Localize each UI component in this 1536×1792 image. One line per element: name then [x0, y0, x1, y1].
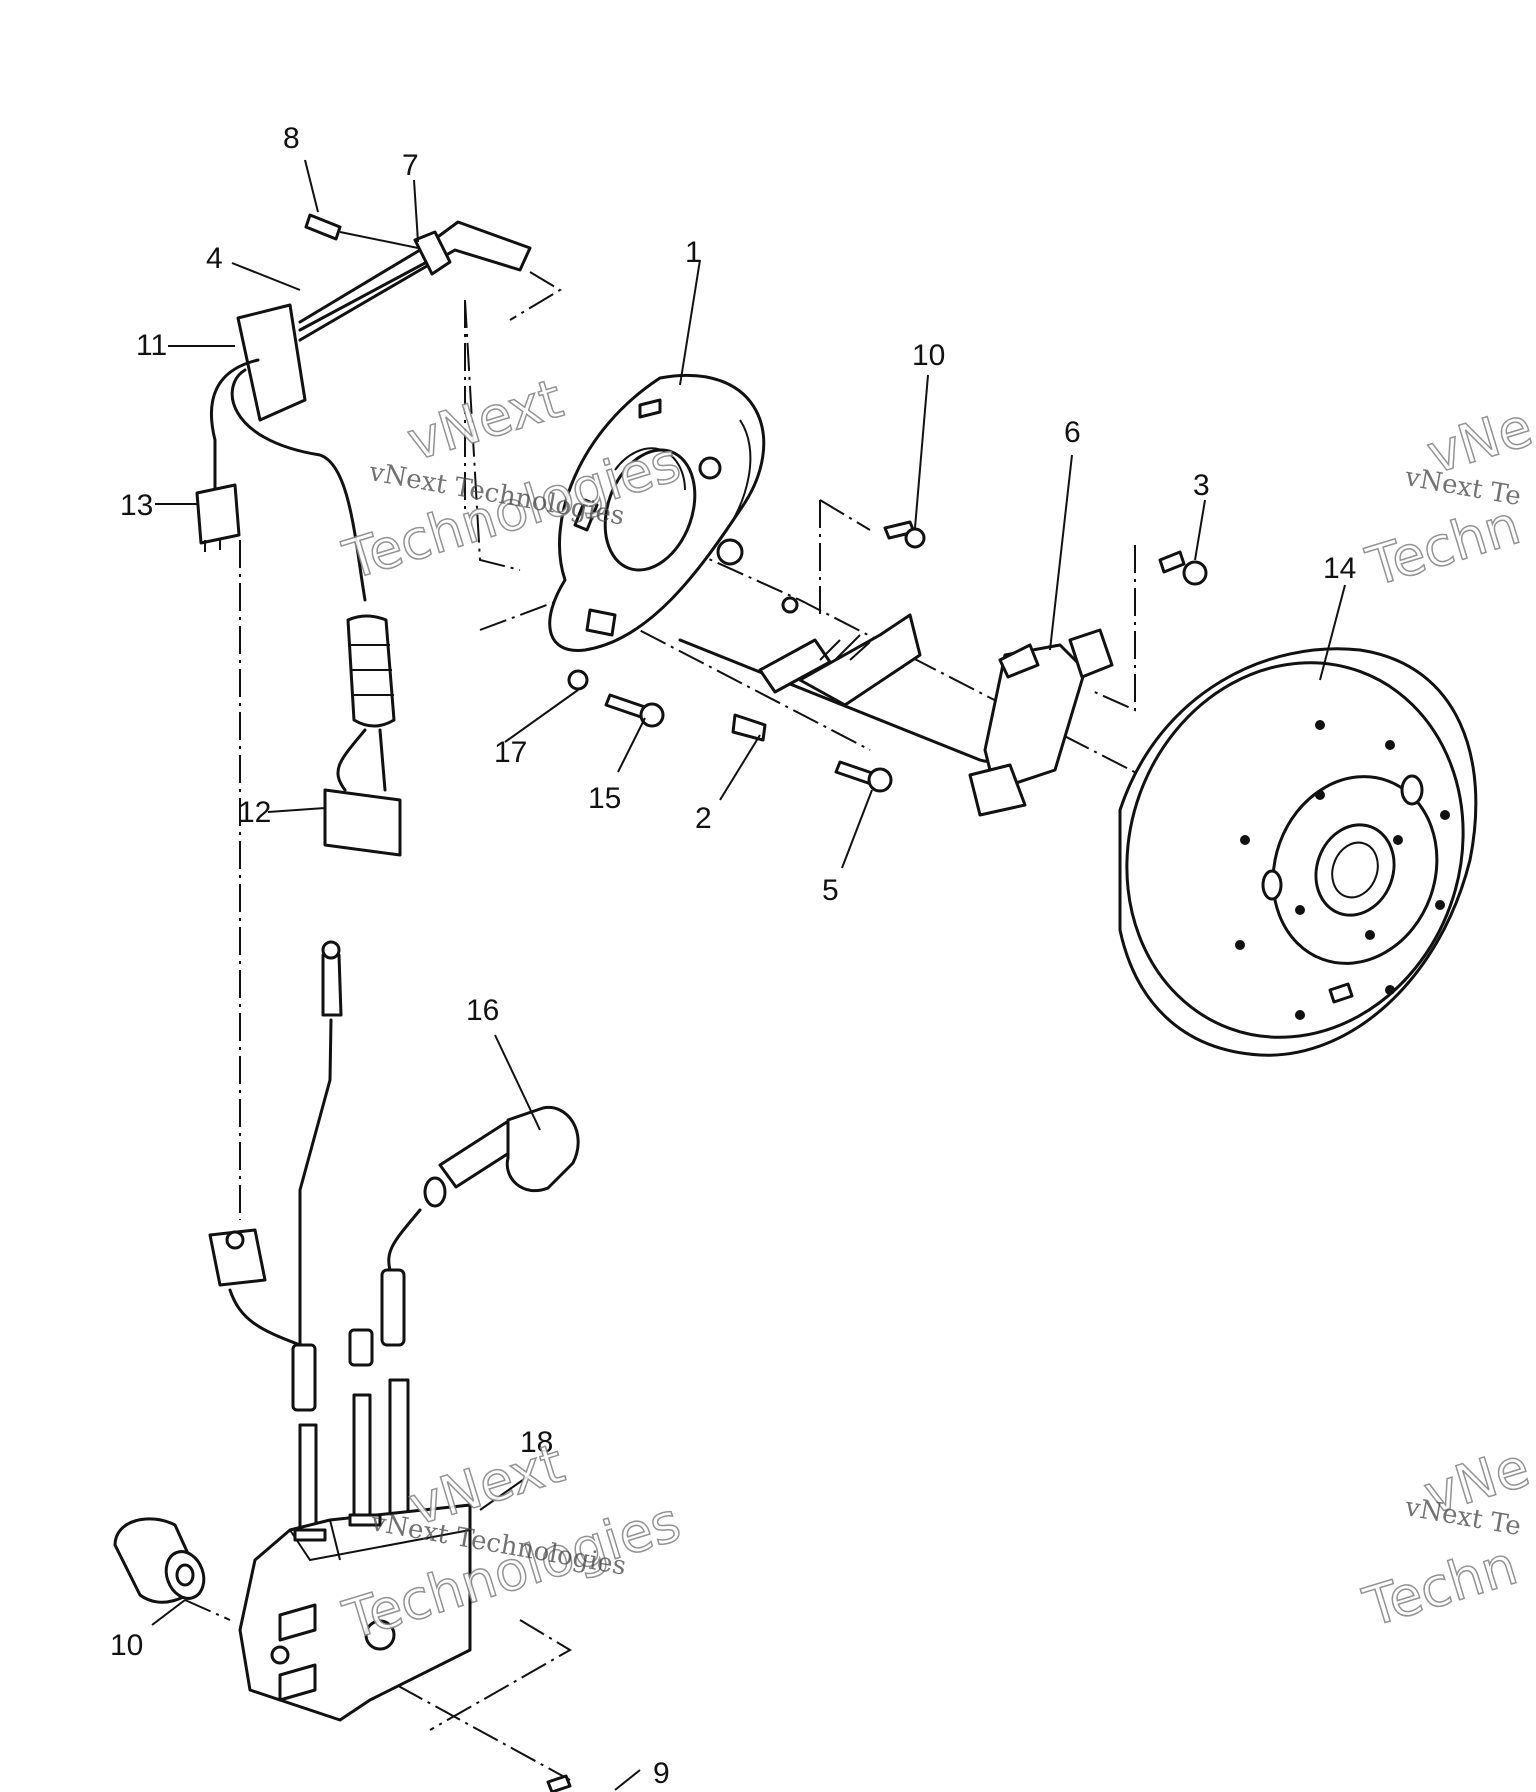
callout-14: 14 [1323, 552, 1356, 585]
ignition-coil-18 [238, 1503, 472, 1722]
screw-3 [1158, 550, 1186, 574]
callout-17: 17 [494, 736, 527, 769]
screw-15 [604, 693, 647, 719]
flywheel-14 [1118, 647, 1478, 1057]
stator-plate-1 [548, 374, 766, 652]
screw-9 [546, 1774, 572, 1792]
callout-10-lower: 10 [110, 1629, 143, 1662]
connector-13 [195, 483, 241, 545]
wiring-harness [195, 213, 532, 857]
washer-17 [567, 669, 589, 691]
callout-10-top: 10 [912, 339, 945, 372]
fasteners [567, 520, 1208, 793]
callout-9: 9 [653, 1757, 670, 1790]
watermark-partial-word-bottom: Techn [1356, 1533, 1524, 1639]
regulator-11 [236, 303, 307, 422]
callout-12: 12 [238, 796, 271, 829]
bolt-8 [304, 213, 342, 241]
callout-11: 11 [136, 329, 167, 362]
alignment-lines [184, 271, 1151, 1781]
spark-cap-16 [380, 1106, 580, 1347]
callout-16: 16 [466, 994, 499, 1027]
callout-7: 7 [402, 149, 419, 182]
callout-18: 18 [520, 1426, 553, 1459]
pickup-6 [983, 643, 1087, 792]
callout-labels: 1 2 3 4 5 6 7 8 9 10 10 11 12 13 14 15 1… [110, 122, 1356, 1790]
callout-15: 15 [588, 782, 621, 815]
callout-3: 3 [1193, 469, 1210, 502]
callout-2: 2 [695, 802, 712, 835]
callout-1: 1 [685, 236, 702, 269]
callout-5: 5 [822, 874, 839, 907]
connector-lower [208, 1228, 267, 1287]
pickup-coil [678, 613, 1114, 817]
watermark-brand-top: vNext [400, 367, 569, 473]
plug-12 [323, 788, 402, 857]
plate-2 [731, 713, 767, 742]
callout-4: 4 [206, 242, 223, 275]
callout-13: 13 [120, 489, 153, 522]
lead-wires [208, 940, 410, 1547]
callout-8: 8 [283, 122, 300, 155]
callout-6: 6 [1064, 416, 1081, 449]
plug-cap-10-lower [113, 1517, 206, 1604]
leader-lines [151, 159, 1346, 1791]
